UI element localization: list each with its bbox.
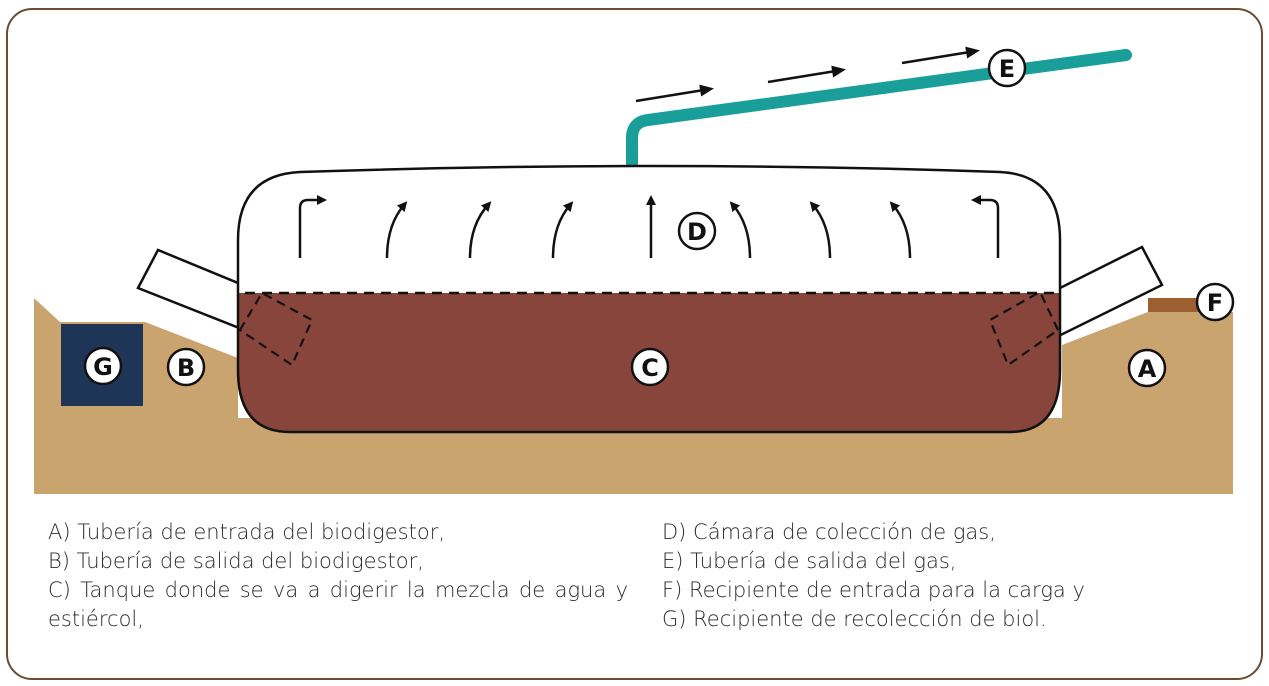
marker-c: C [630,347,670,387]
gas-flow-arrow [298,195,327,258]
legend-item-a: A) Tubería de entrada del biodigestor, [48,520,446,544]
gas-outflow-arrow [635,84,714,103]
ground [34,298,1233,494]
svg-text:B: B [177,354,195,382]
marker-d: D [677,211,717,251]
digester-tank [236,164,1062,434]
feed-inlet-container [1148,298,1202,312]
gas-flow-arrow [468,201,492,259]
legend-item-e: E) Tubería de salida del gas, [662,549,957,573]
gas-flow-arrow [551,201,574,259]
marker-e: E [987,48,1027,88]
legend-item-g: G) Recipiente de recolección de biol. [662,607,1047,631]
marker-g: G [83,346,123,386]
gas-outflow-arrows [635,46,980,103]
legend-item-d: D) Cámara de colección de gas, [662,520,996,544]
gas-flow-arrow [729,201,752,259]
gas-flow-arrow [971,195,1000,258]
marker-a: A [1127,348,1167,388]
legend-right-column: D) Cámara de colección de gas, E) Tuberí… [662,518,1222,634]
legend-item-c: C) Tanque donde se va a digerir la mezcl… [48,578,628,631]
svg-text:E: E [999,55,1015,83]
legend-item-b: B) Tubería de salida del biodigestor, [48,549,424,573]
gas-flow-arrow [889,201,912,259]
gas-flow-arrow [809,201,832,259]
svg-text:F: F [1207,289,1223,317]
svg-text:C: C [641,354,659,382]
marker-b: B [166,347,206,387]
gas-outflow-arrow [767,65,846,84]
svg-text:D: D [687,218,707,246]
gas-outflow-arrow [901,46,980,65]
gas-flow-arrows [298,195,1000,259]
svg-text:G: G [93,353,113,381]
legend-item-f: F) Recipiente de entrada para la carga y [662,578,1085,602]
gas-pipe [626,49,1132,174]
legend-left-column: A) Tubería de entrada del biodigestor, B… [48,518,628,634]
gas-flow-arrow [385,201,408,259]
svg-text:A: A [1138,355,1157,383]
marker-f: F [1195,282,1235,322]
